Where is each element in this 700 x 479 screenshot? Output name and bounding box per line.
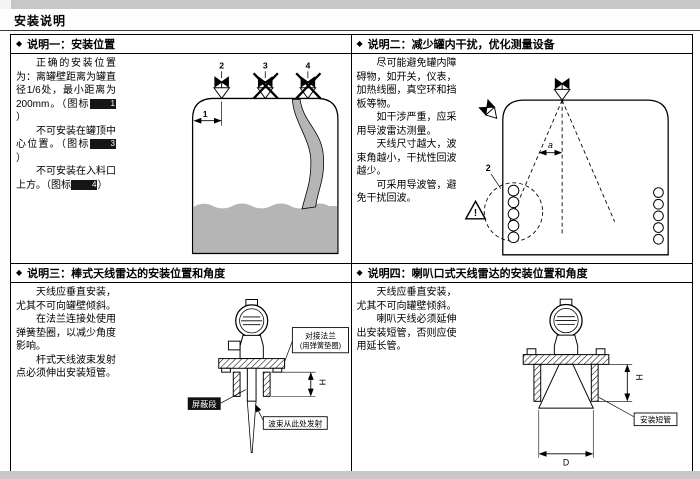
panel-3-title: 说明三：棒式天线雷达的安装位置和角度 <box>27 268 226 280</box>
mounting-nozzle <box>532 363 599 402</box>
panel-3-text: 天线应垂直安装，尤其不可向罐壁倾斜。 在法兰连接处使用弹簧垫圈，以减少角度影响。… <box>11 283 118 471</box>
panel-1-figure: 2 3 <box>118 54 351 263</box>
rod-antenna-diagram: H 对接法兰 (用弹簧垫圈) 屏蔽段 <box>187 299 349 453</box>
paragraph: 天线应垂直安装，尤其不可向罐壁倾斜。 <box>16 287 116 312</box>
warning-exclamation: ! <box>473 208 476 219</box>
panel-instruction-2: ◆ 说明二：减少罐内干扰，优化测量设备 尽可能避免罐内障碍物，如开关，仪表，加热… <box>351 35 693 264</box>
figure-ref-badge: 4 <box>71 179 98 190</box>
antenna-icon <box>552 77 571 101</box>
panel-3-figure: H 对接法兰 (用弹簧垫圈) 屏蔽段 <box>118 283 351 471</box>
wall-distance-label: 1 <box>203 109 208 119</box>
panel-instruction-1: ◆ 说明一：安装位置 正确的安装位置为：离罐壁距离为罐直径1/6处，最小距离为2… <box>11 35 352 264</box>
panel-3-header: ◆ 说明三：棒式天线雷达的安装位置和角度 <box>11 264 351 283</box>
tank-interference-diagram: a <box>464 77 669 256</box>
shield-callout-label: 屏蔽段 <box>192 399 217 409</box>
mounting-nozzle <box>232 371 271 397</box>
paragraph: 天线应垂直安装，尤其不可向罐壁倾斜。 <box>356 287 457 312</box>
panel-2-figure: a <box>459 54 693 263</box>
tank-liquid <box>193 203 337 253</box>
nozzle-height-label: H <box>318 379 328 385</box>
tank-outline <box>191 97 339 255</box>
panel-instruction-4: ◆ 说明四：喇叭口式天线雷达的安装位置和角度 天线应垂直安装，尤其不可向罐壁倾斜… <box>351 264 693 471</box>
page-bottom-edge <box>0 471 700 479</box>
paragraph-tail: ） <box>16 152 26 164</box>
obstacle-leader-line <box>490 173 501 189</box>
paragraph: 如干涉严重，应采用导波雷达测量。 <box>356 112 457 137</box>
panel-instruction-3: ◆ 说明三：棒式天线雷达的安装位置和角度 天线应垂直安装，尤其不可向罐壁倾斜。 … <box>11 264 352 471</box>
horn-diameter-label: D <box>562 458 568 468</box>
figure-ref-badge: 1 <box>89 98 116 109</box>
antenna-4-label: 4 <box>305 60 310 70</box>
title-divider <box>0 30 700 31</box>
transmitter-head <box>227 299 269 360</box>
antenna-2-label: 2 <box>219 60 224 70</box>
paragraph-tail: ） <box>97 179 108 191</box>
tank-outline <box>501 99 669 256</box>
prohibited-cross-icon <box>295 72 322 100</box>
paragraph: 尽可能避免罐内障碍物，如开关，仪表，加热线圈，真空环和挡板等物。 <box>356 58 457 110</box>
inflow-stream <box>291 99 325 210</box>
panel-4-title: 说明四：喇叭口式天线雷达的安装位置和角度 <box>367 268 588 280</box>
paragraph: 天线尺寸越大，波束角越小，干扰性回波越少。 <box>356 139 457 177</box>
page-top-corner <box>0 0 11 9</box>
document-title: 安装说明 <box>14 14 67 28</box>
beam-angle-label: a <box>548 140 553 150</box>
diamond-bullet-icon: ◆ <box>16 268 23 277</box>
diamond-bullet-icon: ◆ <box>16 39 23 48</box>
paragraph: 可采用导波管，避免干扰回波。 <box>356 179 457 205</box>
panel-1-title: 说明一：安装位置 <box>27 39 116 51</box>
obstacle-label: 2 <box>485 163 490 173</box>
horn-antenna <box>537 363 594 409</box>
instruction-grid: ◆ 说明一：安装位置 正确的安装位置为：离罐壁距离为罐直径1/6处，最小距离为2… <box>10 34 693 472</box>
antenna-2-icon <box>212 71 231 100</box>
page-top-edge <box>0 0 700 9</box>
paragraph: 在法兰连接处使用弹簧垫圈，以减少角度影响。 <box>16 314 116 352</box>
flange-callout-line2: (用弹簧垫圈) <box>300 341 341 350</box>
paragraph: 喇叭天线必须延伸出安装短管，否则应使用延长管。 <box>356 314 457 352</box>
antenna-3-label: 3 <box>263 60 268 70</box>
warning-triangle-icon: ! <box>464 199 487 220</box>
panel-2-header: ◆ 说明二：减少罐内干扰，优化测量设备 <box>351 35 692 54</box>
tank-position-diagram: 2 3 <box>191 60 339 255</box>
rod-antenna-taper <box>246 400 257 453</box>
panel-4-figure: H D 安装短管 <box>459 283 693 471</box>
heating-coil-obstacle <box>507 184 519 244</box>
nozzle-callout-label: 安装短管 <box>639 415 670 425</box>
rod-shield-section <box>246 367 257 402</box>
nozzle-callout: 安装短管 <box>598 397 677 427</box>
flange-callout: 对接法兰 (用弹簧垫圈) <box>284 327 349 362</box>
transmitter-head <box>548 298 583 356</box>
paragraph: 杆式天线波束发射点必须伸出安装短管。 <box>16 354 116 380</box>
wall-coil <box>652 187 664 245</box>
tilted-antenna-icon <box>477 98 497 119</box>
beam-origin-label: 波束从此处发射 <box>268 418 323 428</box>
panel-2-title: 说明二：减少罐内干扰，优化测量设备 <box>367 39 555 51</box>
panel-4-text: 天线应垂直安装，尤其不可向罐壁倾斜。 喇叭天线必须延伸出安装短管，否则应使用延长… <box>352 283 459 471</box>
obstacle-highlight-circle <box>483 182 543 242</box>
figure-ref-badge: 3 <box>89 139 116 149</box>
flange-callout-line1: 对接法兰 <box>305 330 336 340</box>
paragraph-text: 不可安装在入料口上方。（图标 <box>16 166 116 191</box>
panel-2-text: 尽可能避免罐内障碍物，如开关，仪表，加热线圈，真空环和挡板等物。 如干涉严重，应… <box>352 54 459 263</box>
diamond-bullet-icon: ◆ <box>356 39 363 48</box>
shield-callout: 屏蔽段 <box>187 389 247 410</box>
paragraph-text: 正确的安装位置为：离罐壁距离为罐直径1/6处，最小距离为200mm。（图标 <box>16 58 116 110</box>
panel-4-header: ◆ 说明四：喇叭口式天线雷达的安装位置和角度 <box>351 264 692 283</box>
diamond-bullet-icon: ◆ <box>356 268 363 277</box>
nozzle-height-label: H <box>634 374 644 380</box>
beam-origin-callout: 波束从此处发射 <box>255 404 328 430</box>
paragraph-tail: ） <box>16 112 26 123</box>
paragraph-text: 不可安装在罐顶中心位置。（图标 <box>16 125 116 151</box>
horn-antenna-diagram: H D 安装短管 <box>522 298 677 468</box>
panel-1-header: ◆ 说明一：安装位置 <box>11 35 351 54</box>
prohibited-cross-icon <box>252 72 279 100</box>
beam-right-edge-line <box>561 99 615 222</box>
